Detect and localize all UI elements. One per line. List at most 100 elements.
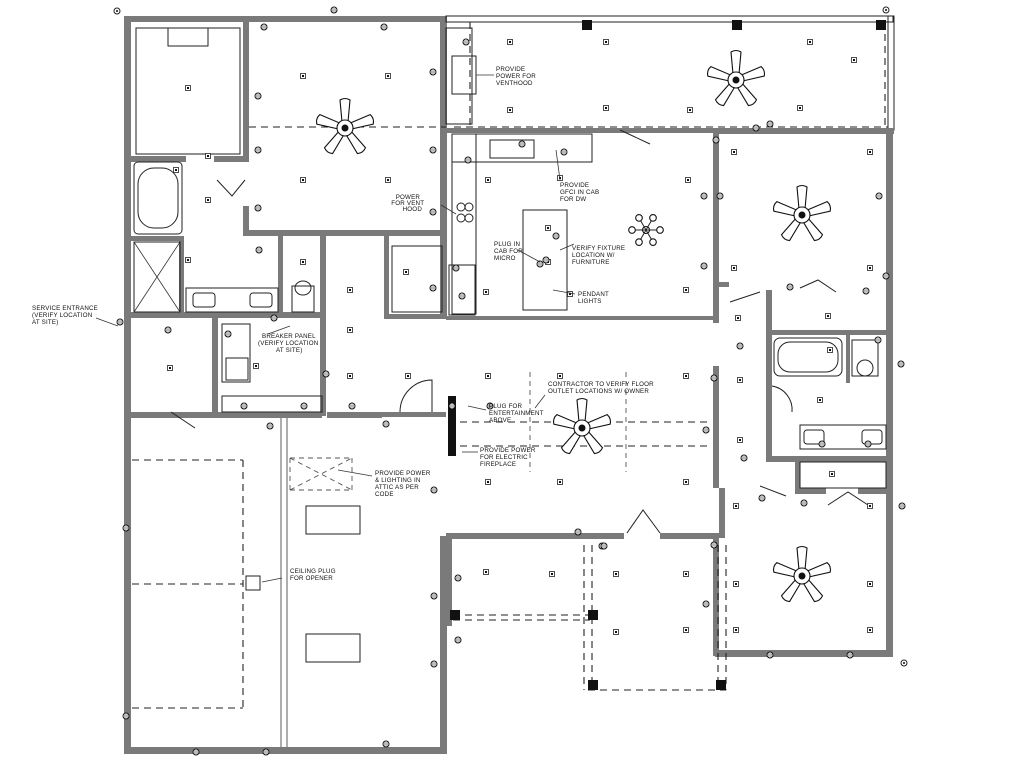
duplex-outlet-icon: [262, 748, 270, 756]
recessed-light-icon: [867, 149, 873, 155]
duplex-outlet-icon: [897, 360, 905, 368]
duplex-outlet-icon: [462, 38, 470, 46]
recessed-light-icon: [485, 373, 491, 379]
duplex-outlet-icon: [348, 402, 356, 410]
recessed-light-icon: [825, 313, 831, 319]
duplex-outlet-icon: [122, 712, 130, 720]
duplex-outlet-icon: [458, 292, 466, 300]
recessed-light-icon: [385, 73, 391, 79]
recessed-light-icon: [867, 503, 873, 509]
duplex-outlet-icon: [518, 140, 526, 148]
recessed-light-icon: [300, 73, 306, 79]
recessed-light-icon: [613, 571, 619, 577]
recessed-light-icon: [867, 581, 873, 587]
recessed-light-icon: [300, 259, 306, 265]
recessed-light-icon: [557, 479, 563, 485]
ceiling-fan-icon: [706, 49, 766, 107]
duplex-outlet-icon: [766, 120, 774, 128]
recessed-light-icon: [683, 373, 689, 379]
duplex-outlet-icon: [260, 23, 268, 31]
recessed-light-icon: [347, 373, 353, 379]
recessed-light-icon: [300, 177, 306, 183]
duplex-outlet-icon: [574, 528, 582, 536]
duplex-outlet-icon: [536, 260, 544, 268]
note-attic-power: PROVIDE POWER & LIGHTING IN ATTIC AS PER…: [375, 470, 432, 498]
note-ceiling-plug: CEILING PLUG FOR OPENER: [290, 568, 338, 582]
recessed-light-icon: [737, 437, 743, 443]
recessed-light-icon: [549, 571, 555, 577]
recessed-light-icon: [683, 627, 689, 633]
duplex-outlet-icon: [740, 454, 748, 462]
recessed-light-icon: [205, 153, 211, 159]
duplex-outlet-icon: [600, 542, 608, 550]
recessed-light-icon: [385, 177, 391, 183]
recessed-light-icon: [253, 363, 259, 369]
recessed-light-icon: [483, 289, 489, 295]
duplex-outlet-icon: [429, 68, 437, 76]
recessed-light-icon: [185, 257, 191, 263]
recessed-light-icon: [485, 479, 491, 485]
leader-lines: [95, 74, 576, 583]
exterior-walls: [124, 15, 895, 754]
recessed-light-icon: [683, 571, 689, 577]
interior-walls: [124, 22, 888, 538]
recessed-light-icon: [347, 287, 353, 293]
outlets: [116, 6, 906, 756]
note-verify-fixture: VERIFY FIXTURE LOCATION W/ FURNITURE: [572, 245, 627, 266]
recessed-light-icon: [167, 365, 173, 371]
recessed-light-icon: [603, 39, 609, 45]
recessed-light-icon: [557, 373, 563, 379]
duplex-outlet-icon: [736, 342, 744, 350]
recessed-light-icon: [851, 57, 857, 63]
recessed-lights: [167, 39, 873, 635]
duplex-outlet-icon: [486, 402, 494, 410]
recessed-light-icon: [173, 167, 179, 173]
note-entertainment-plug: PLUG FOR ENTERTAINMENT ABOVE: [489, 403, 545, 424]
duplex-outlet-icon: [429, 208, 437, 216]
duplex-outlet-icon: [270, 314, 278, 322]
duplex-outlet-icon: [382, 420, 390, 428]
duplex-outlet-icon: [874, 336, 882, 344]
duplex-outlet-icon: [254, 204, 262, 212]
recessed-light-icon: [687, 107, 693, 113]
recessed-light-icon: [733, 581, 739, 587]
note-plug-micro: PLUG IN CAB FOR MICRO: [494, 241, 525, 262]
recessed-light-icon: [507, 107, 513, 113]
recessed-light-icon: [405, 373, 411, 379]
recessed-light-icon: [483, 569, 489, 575]
duplex-outlet-icon: [800, 499, 808, 507]
fixtures: [133, 20, 887, 747]
recessed-light-icon: [545, 225, 551, 231]
ceiling-fan-icon: [772, 545, 832, 603]
duplex-outlet-icon: [266, 422, 274, 430]
recessed-light-icon: [683, 479, 689, 485]
duplex-outlet-icon: [766, 651, 774, 659]
duplex-outlet-icon: [192, 748, 200, 756]
duplex-outlet-icon: [122, 524, 130, 532]
duplex-outlet-icon: [255, 246, 263, 254]
note-pendant-lights: PENDANT LIGHTS: [578, 291, 611, 305]
duplex-outlet-icon: [430, 486, 438, 494]
recessed-light-icon: [185, 85, 191, 91]
recessed-light-icon: [403, 269, 409, 275]
duplex-outlet-icon: [448, 402, 456, 410]
duplex-outlet-icon: [710, 374, 718, 382]
ceiling-fan-icon: [772, 184, 832, 242]
recessed-light-icon: [817, 397, 823, 403]
ceiling-fans: [315, 49, 832, 603]
duplex-outlet-icon: [818, 440, 826, 448]
recessed-light-icon: [867, 627, 873, 633]
duplex-outlet-icon: [430, 592, 438, 600]
duplex-outlet-icon: [116, 318, 124, 326]
recessed-light-icon: [731, 265, 737, 271]
duplex-outlet-icon: [702, 426, 710, 434]
duplex-outlet-icon: [702, 600, 710, 608]
note-breaker-panel: BREAKER PANEL (VERIFY LOCATION AT SITE): [258, 333, 320, 354]
duplex-outlet-icon: [864, 440, 872, 448]
duplex-outlet-icon: [710, 541, 718, 549]
duplex-outlet-icon: [700, 192, 708, 200]
duplex-outlet-icon: [380, 23, 388, 31]
duplex-outlet-icon: [700, 262, 708, 270]
duplex-outlet-icon: [882, 272, 890, 280]
note-service-entrance: SERVICE ENTRANCE (VERIFY LOCATION AT SIT…: [32, 305, 100, 326]
